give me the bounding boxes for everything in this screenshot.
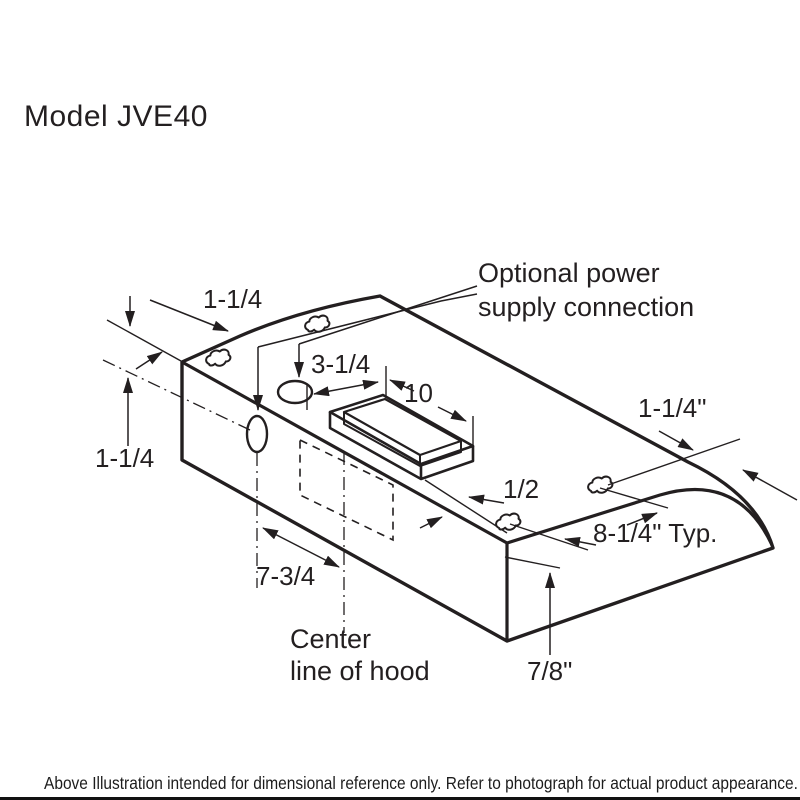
keyhole-slot (205, 348, 232, 367)
leader-to-front-knockout (257, 293, 478, 348)
flange-dim-arrow-right (419, 516, 443, 529)
hidden-opening-dashed (299, 438, 394, 542)
front-flange-bend-line (424, 479, 508, 534)
dim-keyhole-spacing-label: 8-1/4" Typ. (593, 518, 717, 548)
model-title: Model JVE40 (24, 100, 208, 133)
keyhole4-extension-long (607, 438, 741, 486)
disclaimer-text: Above Illustration intended for dimensio… (44, 773, 798, 793)
power-knockout-front (245, 414, 269, 454)
collar-offset-dim-arrow (313, 379, 379, 397)
dim-collar-length-label: 10 (404, 378, 433, 408)
lip-extension (504, 556, 561, 569)
front-edge-extension (106, 319, 182, 362)
center-offset-dim-arrow (262, 527, 340, 568)
rear-keyhole-arrow-upper (658, 430, 694, 451)
duct-collar-walls (328, 412, 475, 481)
extension-lines (106, 319, 741, 569)
power-knockout-top (276, 379, 314, 405)
dim-collar-offset-label: 3-1/4 (311, 349, 370, 379)
power-leaders (253, 285, 478, 411)
keyhole-slots (205, 314, 614, 531)
keyhole4-extension-short (599, 487, 669, 509)
optional-power-label-line2: supply connection (478, 292, 694, 322)
rear-keyhole-arrow-lower (742, 469, 798, 501)
bottom-border-bar (0, 797, 800, 800)
centerline-label-line2: line of hood (290, 656, 430, 686)
duct-collar (328, 393, 475, 481)
strip-dim-arrow-upper (149, 299, 229, 332)
dim-rear-keyhole-label: 1-1/4" (638, 393, 707, 423)
knockout-axis-line (102, 359, 251, 431)
collar-length-arrow-right (437, 406, 467, 422)
hood-right-ridge (506, 487, 774, 546)
dim-lip-label: 7/8" (527, 656, 572, 686)
dim-top-strip-label: 1-1/4 (203, 284, 262, 314)
centerline-label-line1: Center (290, 624, 371, 654)
keyhole-slot (587, 475, 614, 494)
duct-collar-outer-rim (328, 393, 475, 466)
dim-left-height-label: 1-1/4 (95, 443, 154, 473)
optional-power-label-line1: Optional power (478, 258, 660, 288)
collar-length-arrow-left (389, 379, 415, 392)
flange-dim-arrow-left (468, 494, 505, 505)
keyhole-spacing-arrow-left (564, 536, 597, 547)
keyhole-spacing-arrow-right (626, 512, 658, 526)
strip-dim-arrow-lower (135, 351, 163, 370)
center-lines (102, 359, 345, 633)
duct-collar-inner-walls (343, 412, 462, 467)
dim-front-flange-label: 1/2 (503, 474, 539, 504)
keyhole-slot (495, 512, 522, 531)
dimension-arrows (123, 296, 798, 655)
keyhole-slot (304, 314, 331, 333)
dim-center-offset-label: 7-3/4 (256, 561, 315, 591)
